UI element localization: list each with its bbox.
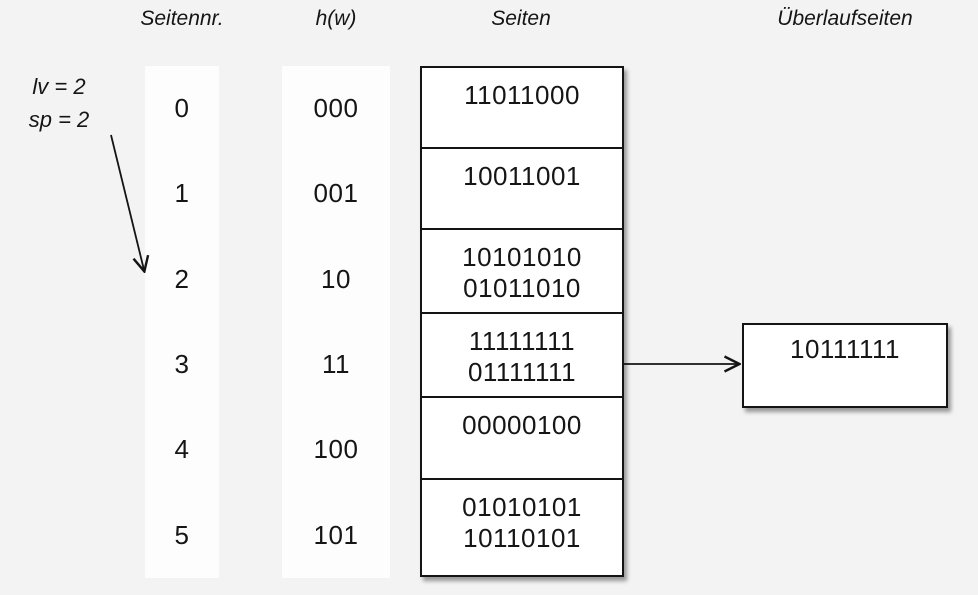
page-entry: 10101010 [462,242,582,272]
page-entry: 01011010 [463,273,581,303]
level-value: lv = 2 [32,74,86,99]
column-header-seitennr: Seitennr. [140,7,224,30]
page-entry: 10011001 [463,161,581,191]
page-entry: 11011000 [464,80,580,110]
state-annotation: lv = 2 sp = 2 [16,70,102,136]
page-number-label: 4 [174,434,190,465]
page-number-label: 5 [174,519,190,550]
page-number-column: 0 1 2 3 4 5 [145,66,219,578]
overflow-entry: 10111111 [789,334,901,364]
hash-value-label: 100 [313,434,359,465]
page-entry: 11111111 [468,326,576,356]
page-cell-0: 11011000 [422,68,622,149]
hash-value-column: 000 001 10 11 100 101 [282,66,390,578]
column-header-seiten: Seiten [491,7,551,30]
hash-value-label: 101 [313,519,359,550]
split-pointer-value: sp = 2 [28,107,90,132]
page-entry: 10110101 [463,523,581,553]
page-cell-4: 00000100 [422,398,622,480]
page-cell-2: 10101010 01011010 [422,230,622,314]
page-entry: 01111111 [467,357,577,387]
page-number-label: 1 [174,178,190,209]
split-pointer-arrow [110,134,144,270]
hash-value-label: 000 [313,93,359,124]
page-number-label: 0 [174,93,190,124]
hash-value-label: 10 [321,263,351,294]
page-entry: 00000100 [462,410,582,440]
pages-table: 11011000 10011001 10101010 01011010 1111… [420,66,624,577]
hash-value-label: 11 [322,349,350,380]
page-entry: 01010101 [462,492,582,522]
column-header-ueberlaufseiten: Überlaufseiten [777,7,913,30]
hash-value-label: 001 [313,178,359,209]
page-cell-3: 11111111 01111111 [422,314,622,398]
page-cell-5: 01010101 10110101 [422,480,622,575]
page-cell-1: 10011001 [422,149,622,230]
page-number-label: 3 [174,349,190,380]
page-number-label: 2 [174,263,190,294]
column-header-hash: h(w) [315,7,357,30]
overflow-page-box: 10111111 [742,323,948,408]
